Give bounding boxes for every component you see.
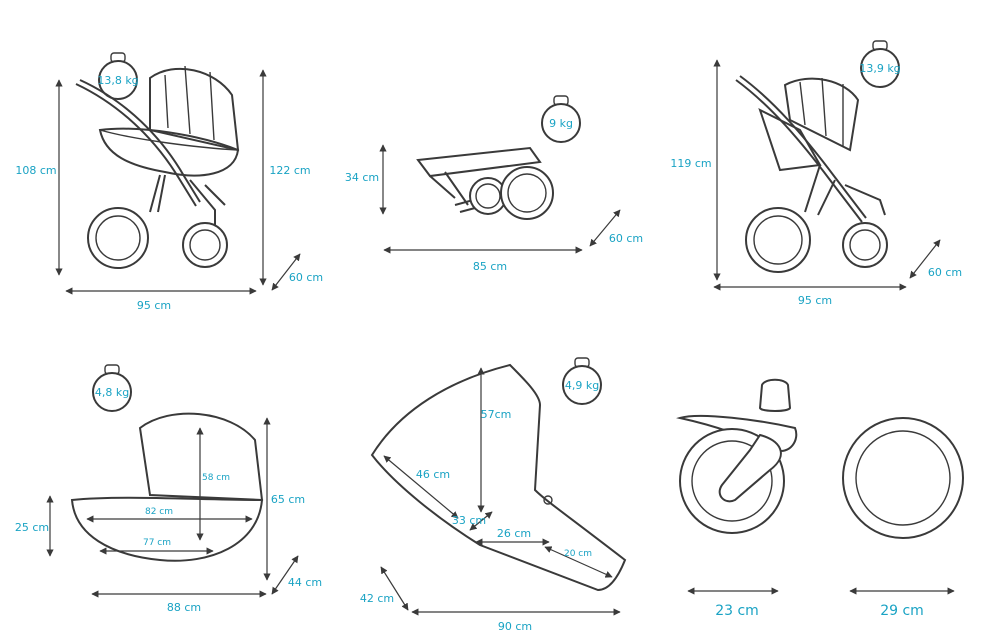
stroller-seat-drawing: [735, 75, 888, 273]
weight-label: 9 kg: [549, 117, 573, 130]
width-label: 60 cm: [289, 271, 323, 284]
bassinet-drawing: [70, 412, 264, 562]
weight-icon: 13,9 kg: [859, 40, 901, 88]
back-length-label: 46 cm: [416, 468, 450, 481]
width-dimension-line: [589, 209, 621, 247]
weight-icon: 9 kg: [541, 95, 581, 143]
length-label: 95 cm: [798, 294, 832, 307]
front-wheel-label: 23 cm: [715, 603, 759, 619]
seat-depth-dimension-line: [469, 511, 493, 531]
weight-label: 4,8 kg: [95, 386, 129, 399]
length-label: 85 cm: [473, 260, 507, 273]
folded-frame-drawing: [416, 146, 554, 220]
length-label: 88 cm: [167, 601, 201, 614]
height-label: 119 cm: [670, 157, 711, 170]
panel-front-wheel: 23 cm: [679, 378, 798, 619]
total-height-label: 65 cm: [271, 493, 305, 506]
panel-stroller-seat: 13,9 kg 119 cm 95 cm 60 cm: [670, 40, 962, 307]
length-label: 95 cm: [137, 299, 171, 312]
weight-label: 13,8 kg: [97, 74, 138, 87]
seat-depth-label: 33 cm: [452, 514, 486, 527]
weight-label: 13,9 kg: [859, 62, 900, 75]
width-dimension-line: [271, 555, 299, 595]
back-height-label: 57cm: [481, 408, 512, 421]
weight-icon: 13,8 kg: [97, 52, 139, 100]
inner-height-label: 58 cm: [202, 473, 230, 483]
side-height-label: 25 cm: [15, 521, 49, 534]
panel-stroller-bassinet: 13,8 kg 108 cm 122 cm 95 cm: [15, 52, 323, 312]
weight-icon: 4,9 kg: [562, 357, 602, 405]
inner-length-top-label: 82 cm: [145, 507, 173, 517]
panel-bassinet: 4,8 kg 58 cm 82 cm 77 cm 25 cm 65 cm 88 …: [15, 364, 322, 614]
back-length-dimension-line: [383, 455, 459, 519]
width-dimension-line: [271, 253, 301, 291]
width-label: 42 cm: [360, 592, 394, 605]
footrest-label: 20 cm: [564, 549, 592, 559]
panel-rear-wheel: 29 cm: [842, 417, 964, 619]
length-label: 90 cm: [498, 620, 532, 633]
seat-unit-drawing: [370, 363, 627, 592]
panel-folded-frame: 9 kg 34 cm 85 cm 60 cm: [345, 95, 643, 273]
width-dimension-line: [909, 239, 941, 279]
seat-length-label: 26 cm: [497, 527, 531, 540]
height-label: 34 cm: [345, 171, 379, 184]
width-label: 60 cm: [928, 266, 962, 279]
stroller-bassinet-drawing: [75, 65, 240, 269]
rear-wheel-drawing: [842, 417, 964, 539]
height-label: 108 cm: [15, 164, 56, 177]
rear-wheel-label: 29 cm: [880, 603, 924, 619]
total-height-label: 122 cm: [269, 164, 310, 177]
footrest-dimension-line: [544, 546, 613, 578]
weight-icon: 4,8 kg: [92, 364, 132, 412]
panel-seat-unit: 4,9 kg 57cm 46 cm 33 cm 26 cm 20 cm 42 c…: [360, 357, 627, 633]
weight-label: 4,9 kg: [565, 379, 599, 392]
inner-length-bottom-label: 77 cm: [143, 538, 171, 548]
width-label: 44 cm: [288, 576, 322, 589]
width-label: 60 cm: [609, 232, 643, 245]
width-dimension-line: [380, 566, 409, 611]
front-wheel-drawing: [679, 378, 798, 534]
